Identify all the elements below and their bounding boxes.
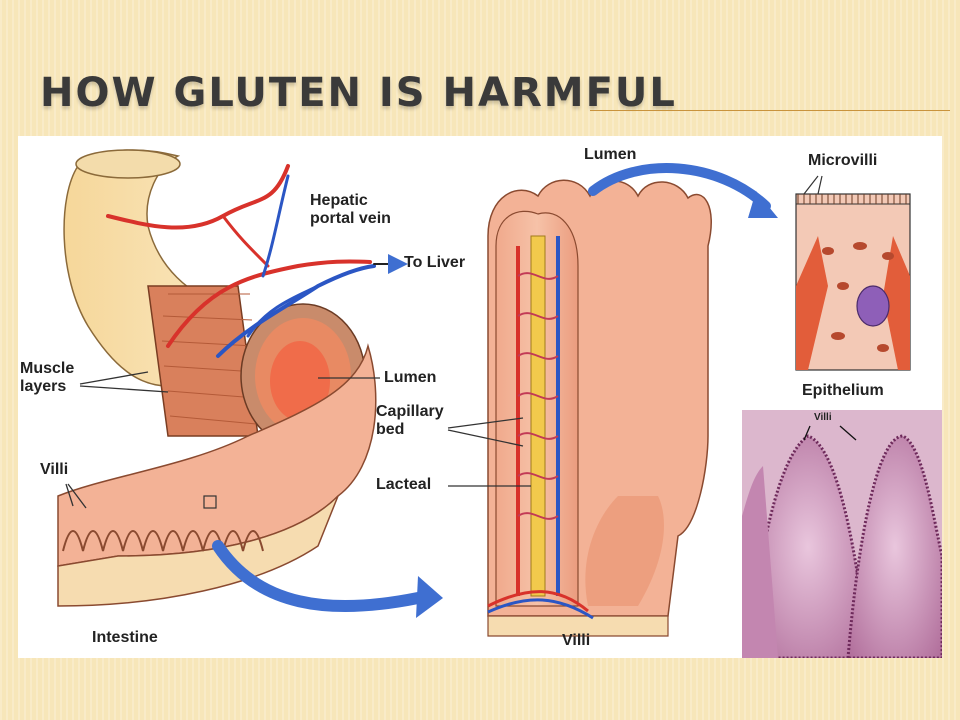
flow-arrow-bottom — [212, 540, 424, 613]
leader-lines-center — [447, 417, 531, 487]
label-lumen-left: Lumen — [384, 369, 437, 386]
flow-arrow-top — [588, 163, 771, 211]
villus-cross-section — [487, 179, 712, 637]
diagram-art — [57, 149, 942, 658]
label-villi-micrograph: Villi — [814, 412, 832, 423]
label-epithelium: Epithelium — [802, 382, 884, 399]
label-muscle-layers: Muscle layers — [20, 360, 75, 395]
label-hepatic-portal-vein: Hepatic portal vein — [310, 192, 391, 227]
label-capillary-bed: Capillary bed — [376, 403, 444, 438]
title-rule — [590, 110, 950, 111]
label-villi-center: Villi — [562, 632, 591, 649]
label-intestine: Intestine — [92, 629, 158, 646]
epithelium-block — [795, 175, 911, 371]
intestine-tube — [57, 149, 377, 607]
label-villi-left: Villi — [40, 461, 69, 478]
label-lacteal: Lacteal — [376, 476, 432, 493]
villi-micrograph — [742, 410, 942, 658]
label-microvilli: Microvilli — [808, 152, 878, 169]
intestine-diagram: Hepatic portal vein To Liver Muscle laye… — [18, 136, 942, 658]
label-lumen-center: Lumen — [584, 146, 637, 163]
portal-vessels — [106, 164, 408, 358]
leader-lines-left — [65, 371, 380, 509]
slide-title: HOW GLUTEN IS HARMFUL — [40, 70, 677, 116]
label-to-liver: To Liver — [404, 254, 466, 271]
